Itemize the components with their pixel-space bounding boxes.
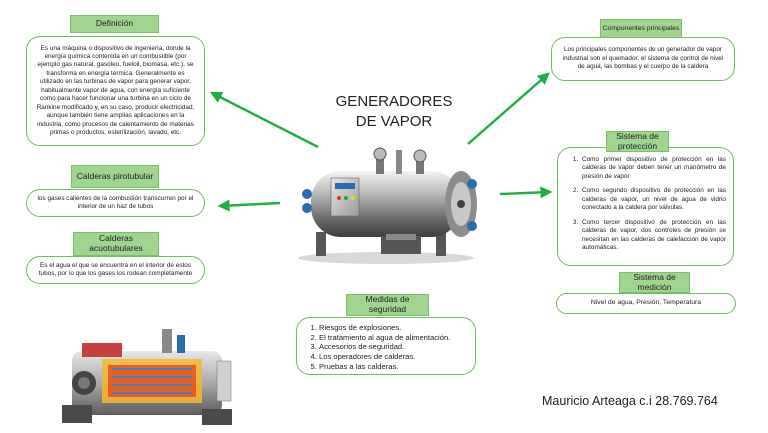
seguridad-item: Los operadores de calderas. <box>319 352 469 362</box>
medicion-label: Sistema de medición <box>619 272 690 293</box>
main-title-line-1: GENERADORES <box>335 93 453 110</box>
componentes-box: Los principales componentes de un genera… <box>551 37 735 81</box>
steam-generator-image <box>298 147 477 264</box>
definicion-box: Es una máquina o dispositivo de ingenier… <box>26 36 205 146</box>
pirotubular-text: los gases calientes de la combustión tra… <box>37 194 194 210</box>
seguridad-box: Riesgos de explosiones. El tratamiento a… <box>296 317 476 375</box>
acuotubulares-box: Es el agua el que se encuentra en el int… <box>26 256 205 284</box>
pirotubular-box: los gases calientes de la combustión tra… <box>26 189 205 217</box>
arrow-to-componentes <box>467 72 550 145</box>
seguridad-item: Riesgos de explosiones. <box>319 323 469 333</box>
proteccion-item: Como tercer dispositivo de protección en… <box>580 219 726 253</box>
seguridad-label: Medidas de seguridad <box>346 294 429 316</box>
medicion-box: Nivel de agua, Presión, Temperatura <box>556 293 736 314</box>
proteccion-item: Como primer dispositivo de protección en… <box>580 156 726 181</box>
seguridad-item: El tratamiento al agua de alimentación. <box>319 333 469 343</box>
acuotubulares-text: Es el agua el que se encuentra en el int… <box>38 261 193 277</box>
main-title-line-2: DE VAPOR <box>355 113 433 131</box>
definicion-label: Definición <box>70 15 159 33</box>
componentes-label: Componentes principales <box>600 19 682 38</box>
arrow-to-proteccion <box>499 186 553 199</box>
proteccion-box: Como primer dispositivo de protección en… <box>557 147 734 266</box>
arrow-to-pirotubular <box>217 199 281 212</box>
proteccion-item: Como segundo dispositivo de protección e… <box>580 187 726 212</box>
author-credit: Mauricio Arteaga c.i 28.769.764 <box>542 394 718 408</box>
proteccion-label: Sistema de protección <box>606 131 669 152</box>
pirotubular-label: Calderas pirotubular <box>71 165 159 188</box>
seguridad-item: Accesorios de seguridad. <box>319 342 469 352</box>
definicion-text: Es una máquina o dispositivo de ingenier… <box>36 44 195 137</box>
seguridad-item: Pruebas a las calderas. <box>319 362 469 372</box>
arrow-to-definicion <box>209 91 319 149</box>
boiler-cutaway-image <box>62 329 232 425</box>
medicion-text: Nivel de agua, Presión, Temperatura <box>590 299 702 307</box>
acuotubulares-label: Calderas acuotubulares <box>73 232 159 256</box>
componentes-text: Los principales componentes de un genera… <box>562 46 724 71</box>
main-title: GENERADORES DE VAPOR <box>316 92 472 133</box>
